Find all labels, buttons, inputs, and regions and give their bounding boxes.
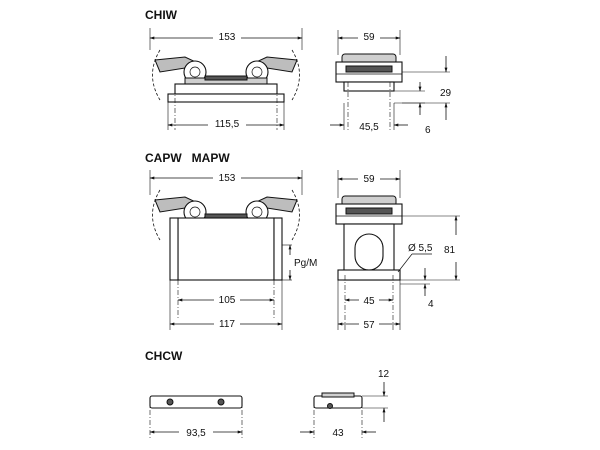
capw-front-view: 153 Pg/M 105 117 [149, 170, 317, 330]
chiw-front-width-153: 153 [219, 32, 236, 43]
chiw-side-view: 59 29 6 45,5 [330, 30, 452, 136]
chcw-front-width: 93,5 [186, 428, 206, 439]
capw-front-outer-width: 117 [219, 319, 235, 330]
capw-side-hole: Ø 5,5 [408, 243, 433, 254]
capw-side-outer-width: 57 [363, 320, 375, 331]
capw-side-height-81: 81 [444, 245, 456, 256]
chcw-title: CHCW [145, 349, 183, 363]
capw-title: CAPW MAPW [145, 151, 230, 165]
chiw-side-bottom-width: 45,5 [359, 122, 379, 133]
chcw-side-height: 12 [378, 369, 390, 380]
chiw-side-width-59: 59 [363, 32, 375, 43]
capw-side-view: 59 81 Ø 5,5 4 45 57 [335, 170, 460, 331]
chcw-side-view: 12 43 [300, 369, 390, 439]
chiw-side-height-29: 29 [440, 88, 452, 99]
capw-side-inner-width: 45 [363, 296, 375, 307]
chiw-front-view: 153 115,5 [149, 28, 303, 130]
chiw-front-base-width: 115,5 [215, 119, 240, 130]
chiw-side-base-height-6: 6 [425, 125, 431, 136]
capw-side-width-59: 59 [363, 174, 375, 185]
chcw-front-view: 93,5 [149, 395, 243, 439]
chcw-side-width: 43 [332, 428, 344, 439]
capw-front-width-153: 153 [219, 173, 236, 184]
chiw-title: CHIW [145, 8, 178, 22]
capw-front-inner-width: 105 [219, 295, 236, 306]
capw-side-base-height-4: 4 [428, 299, 434, 310]
capw-front-thread: Pg/M [294, 258, 317, 269]
